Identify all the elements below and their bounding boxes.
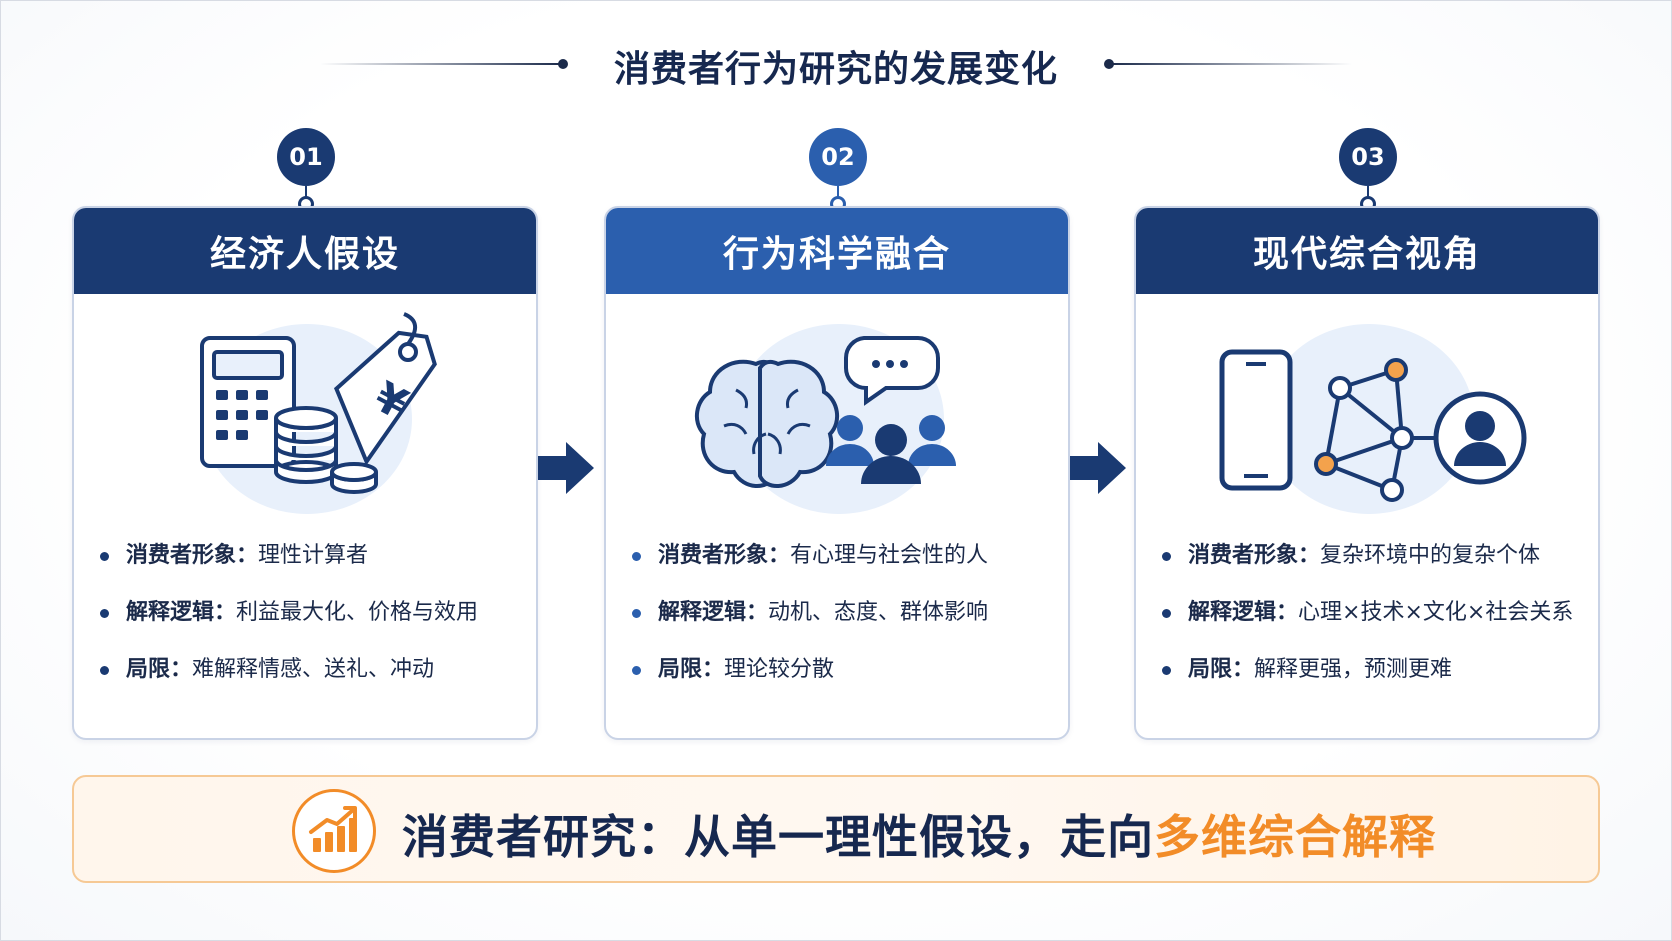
title-decor-dot-left <box>558 59 568 69</box>
title-decor-line-right <box>1110 63 1352 65</box>
bullet-dot <box>632 609 641 618</box>
summary-text: 消费者研究：从单一理性假设，走向多维综合解释 <box>402 801 1436 867</box>
bullet-value: 理论较分散 <box>724 657 835 682</box>
card-illustration: ¥ <box>74 294 536 540</box>
bullet-key: 解释逻辑： <box>658 600 769 625</box>
summary-banner: 消费者研究：从单一理性假设，走向多维综合解释 <box>72 775 1600 883</box>
bullet-value: 难解释情感、送礼、冲动 <box>192 657 435 682</box>
bullet-limitation: 局限：解释更强，预测更难 <box>1162 654 1598 711</box>
brain-icon <box>694 359 840 488</box>
smartphone-icon <box>1219 349 1293 491</box>
bullet-dot <box>1162 609 1171 618</box>
card-heading: 经济人假设 <box>74 208 536 294</box>
bullet-key: 局限： <box>1188 657 1255 682</box>
bullet-dot <box>100 609 109 618</box>
bullet-explanation-logic: 解释逻辑：动机、态度、群体影响 <box>632 597 1068 654</box>
step-badge-stem-01 <box>305 186 307 200</box>
bullet-value: 动机、态度、群体影响 <box>768 600 989 625</box>
card-heading: 现代综合视角 <box>1136 208 1598 294</box>
bullet-consumer-image: 消费者形象：理性计算者 <box>100 540 536 597</box>
bullet-dot <box>632 666 641 675</box>
card-illustration <box>606 294 1068 540</box>
step-badge-stem-02 <box>837 186 839 200</box>
stage-card-modern-integrated: 现代综合视角 <box>1134 206 1600 740</box>
bullet-explanation-logic: 解释逻辑：心理×技术×文化×社会关系 <box>1162 597 1598 654</box>
stage-card-behavioral-science: 行为科学融合 消费者形象：有心理与社会性的人 解释逻辑：动机、态度 <box>604 206 1070 740</box>
bullet-key: 局限： <box>126 657 193 682</box>
calculator-icon <box>200 336 296 468</box>
card-bullet-list: 消费者形象：理性计算者 解释逻辑：利益最大化、价格与效用 局限：难解释情感、送礼… <box>74 540 536 711</box>
user-avatar-icon <box>1433 391 1527 485</box>
bullet-value: 有心理与社会性的人 <box>790 543 989 568</box>
coin-stack-icon <box>274 406 378 494</box>
card-heading: 行为科学融合 <box>606 208 1068 294</box>
page-title: 消费者行为研究的发展变化 <box>613 49 1058 90</box>
bullet-dot <box>1162 666 1171 675</box>
bullet-dot <box>632 552 641 561</box>
bullet-dot <box>100 666 109 675</box>
bullet-key: 消费者形象： <box>126 543 259 568</box>
bullet-key: 解释逻辑： <box>1188 600 1299 625</box>
bullet-value: 理性计算者 <box>258 543 369 568</box>
step-badge-01: 01 <box>277 128 335 186</box>
step-badge-02: 02 <box>809 128 867 186</box>
card-bullet-list: 消费者形象：有心理与社会性的人 解释逻辑：动机、态度、群体影响 局限：理论较分散 <box>606 540 1068 711</box>
bullet-dot <box>100 552 109 561</box>
arrow-right-icon <box>538 442 594 494</box>
bullet-value: 心理×技术×文化×社会关系 <box>1298 600 1574 625</box>
growth-chart-icon <box>292 789 376 873</box>
bullet-value: 利益最大化、价格与效用 <box>236 600 479 625</box>
bullet-dot <box>1162 552 1171 561</box>
people-group-icon <box>826 415 956 484</box>
bullet-consumer-image: 消费者形象：复杂环境中的复杂个体 <box>1162 540 1598 597</box>
bullet-value: 复杂环境中的复杂个体 <box>1320 543 1541 568</box>
bullet-value: 解释更强，预测更难 <box>1254 657 1453 682</box>
bullet-explanation-logic: 解释逻辑：利益最大化、价格与效用 <box>100 597 536 654</box>
bullet-key: 消费者形象： <box>1188 543 1321 568</box>
bullet-consumer-image: 消费者形象：有心理与社会性的人 <box>632 540 1068 597</box>
card-illustration <box>1136 294 1598 540</box>
yen-price-tag-icon: ¥ <box>333 312 437 466</box>
network-graph-icon <box>1314 358 1436 502</box>
bullet-key: 解释逻辑： <box>126 600 237 625</box>
title-decor-dot-right <box>1104 59 1114 69</box>
step-badge-stem-03 <box>1367 186 1369 200</box>
arrow-right-icon <box>1070 442 1126 494</box>
stage-card-economic-man: 经济人假设 <box>72 206 538 740</box>
bullet-limitation: 局限：理论较分散 <box>632 654 1068 711</box>
bullet-limitation: 局限：难解释情感、送礼、冲动 <box>100 654 536 711</box>
title-decor-line-left <box>320 63 562 65</box>
card-bullet-list: 消费者形象：复杂环境中的复杂个体 解释逻辑：心理×技术×文化×社会关系 局限：解… <box>1136 540 1598 711</box>
bullet-key: 消费者形象： <box>658 543 791 568</box>
title-bar: 消费者行为研究的发展变化 <box>0 36 1672 96</box>
summary-text-accent: 多维综合解释 <box>1154 810 1436 864</box>
bullet-key: 局限： <box>658 657 725 682</box>
step-badge-03: 03 <box>1339 128 1397 186</box>
speech-bubble-icon <box>843 336 940 406</box>
summary-text-main: 消费者研究：从单一理性假设，走向 <box>402 810 1154 864</box>
